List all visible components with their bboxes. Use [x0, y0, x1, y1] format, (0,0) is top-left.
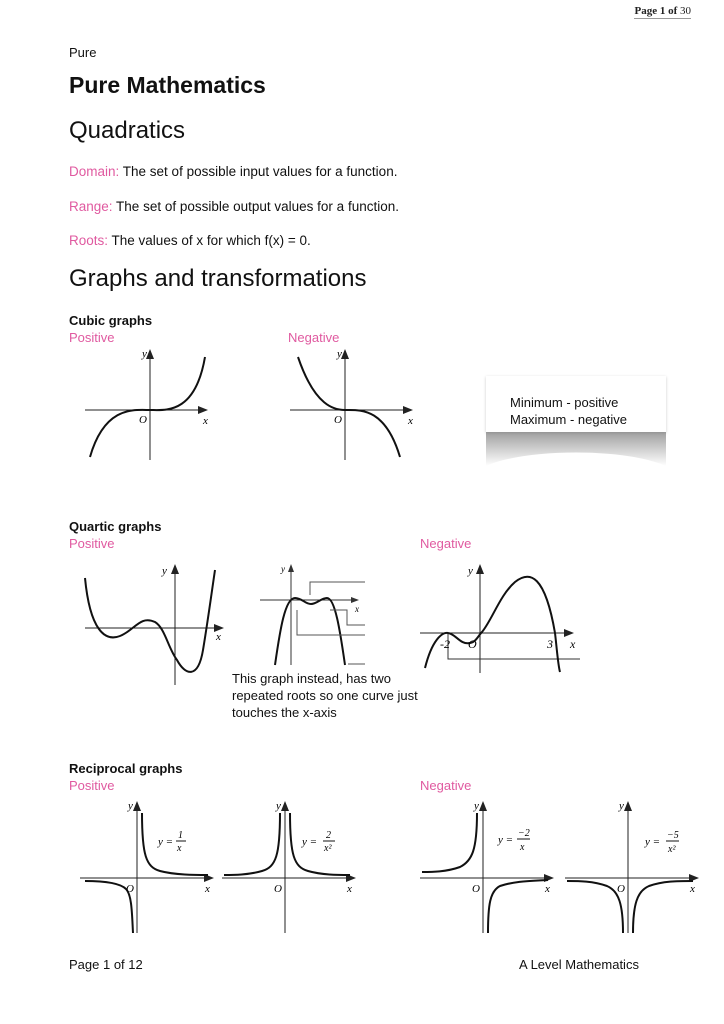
quartic-positive-label: Positive	[69, 536, 115, 551]
svg-text:−2: −2	[518, 828, 530, 839]
section-heading-quadratics: Quadratics	[69, 117, 186, 144]
quartic-caption: This graph instead, has two repeated roo…	[232, 671, 418, 720]
svg-text:x²: x²	[667, 844, 676, 855]
footer-course-title: A Level Mathematics	[519, 957, 639, 972]
svg-text:x: x	[544, 883, 550, 895]
svg-text:y =: y =	[157, 836, 173, 848]
quartic-negative-graph: -2 O 3 x y	[420, 564, 580, 673]
kicker: Pure	[69, 45, 97, 60]
svg-text:y =: y =	[497, 834, 513, 846]
svg-text:x²: x²	[323, 843, 332, 854]
quartic-positive-graph: xy	[84, 564, 224, 685]
svg-text:x: x	[346, 883, 352, 895]
svg-text:y: y	[141, 348, 147, 360]
svg-text:y =: y =	[301, 836, 317, 848]
page-title: Pure Mathematics	[69, 72, 266, 98]
reciprocal-positive-label: Positive	[69, 778, 115, 793]
reciprocal-negative-label: Negative	[420, 778, 472, 793]
cubic-positive-label: Positive	[69, 330, 115, 345]
svg-text:y: y	[127, 800, 133, 812]
reciprocal-heading: Reciprocal graphs	[69, 761, 183, 776]
svg-text:x: x	[215, 631, 221, 643]
svg-text:O: O	[617, 883, 625, 895]
svg-text:x: x	[202, 415, 208, 427]
definition-range: Range: The set of possible output values…	[69, 199, 399, 214]
svg-text:y: y	[275, 800, 281, 812]
svg-text:x: x	[689, 883, 695, 895]
svg-text:y =: y =	[644, 836, 660, 848]
cubic-heading: Cubic graphs	[69, 313, 153, 328]
definition-domain: Domain: The set of possible input values…	[69, 164, 398, 179]
svg-text:O: O	[334, 414, 342, 426]
svg-text:O: O	[468, 637, 477, 651]
svg-text:-2: -2	[440, 637, 450, 651]
footer-page-number: Page 1 of 12	[69, 957, 143, 972]
pdf-page-indicator: Page 1 of 30	[634, 5, 691, 19]
quartic-repeated-roots-graph: yx	[260, 564, 365, 666]
svg-text:3: 3	[546, 637, 553, 651]
svg-text:−5: −5	[667, 830, 679, 841]
definition-roots: Roots: The values of x for which f(x) = …	[69, 233, 311, 248]
svg-text:y: y	[336, 348, 342, 360]
svg-text:y: y	[473, 800, 479, 812]
svg-text:y: y	[161, 565, 167, 577]
quartic-negative-label: Negative	[420, 536, 472, 551]
svg-text:y: y	[618, 800, 624, 812]
cubic-negative-label: Negative	[288, 330, 340, 345]
svg-text:O: O	[139, 414, 147, 426]
note-card-shadow	[486, 432, 666, 466]
svg-text:O: O	[472, 883, 480, 895]
svg-text:x: x	[519, 842, 525, 853]
svg-text:O: O	[274, 883, 282, 895]
note-card-min-max: Minimum - positive Maximum - negative	[486, 376, 666, 432]
svg-text:y: y	[467, 565, 473, 577]
quartic-heading: Quartic graphs	[69, 519, 162, 534]
svg-text:x: x	[204, 883, 210, 895]
svg-text:2: 2	[326, 830, 331, 841]
svg-text:x: x	[569, 637, 576, 651]
section-heading-graphs: Graphs and transformations	[69, 265, 367, 292]
svg-text:x: x	[354, 604, 359, 614]
svg-text:O: O	[126, 883, 134, 895]
svg-text:y: y	[280, 564, 285, 574]
svg-text:x: x	[407, 415, 413, 427]
svg-text:x: x	[176, 843, 182, 854]
svg-text:1: 1	[178, 830, 183, 841]
